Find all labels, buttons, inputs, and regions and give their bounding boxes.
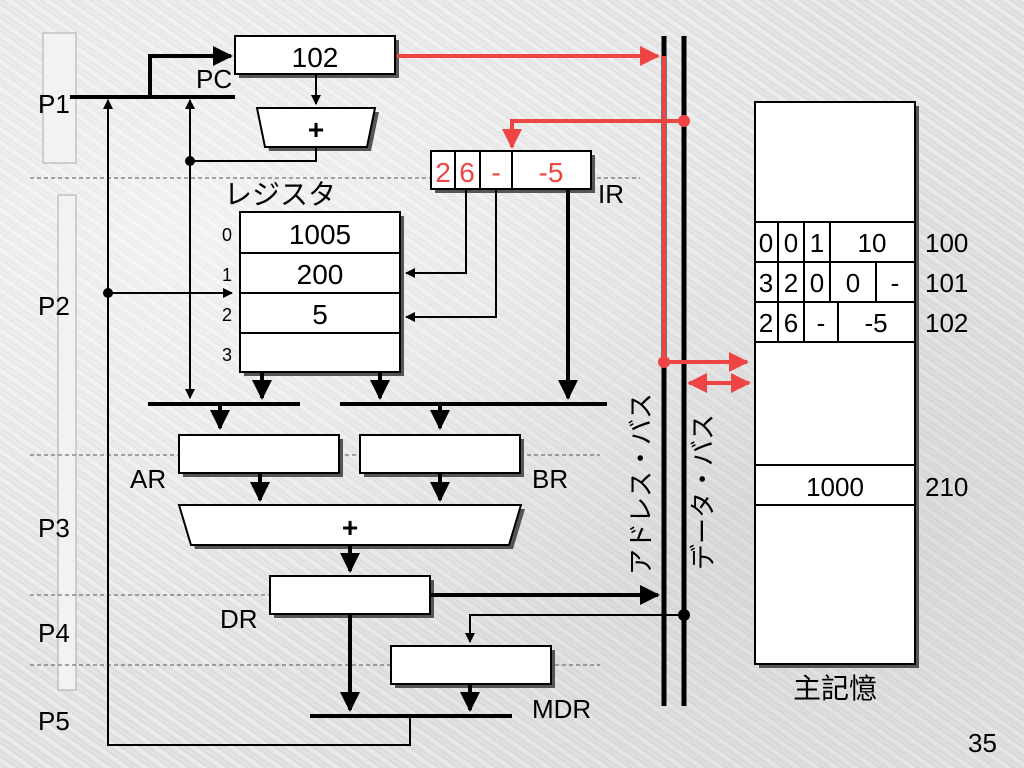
memory-cell: 0 bbox=[784, 228, 798, 258]
ir-field-2: - bbox=[491, 157, 500, 188]
register-value-2: 5 bbox=[312, 299, 328, 330]
phase-label-p4: P4 bbox=[38, 618, 70, 648]
memory-address: 210 bbox=[925, 472, 968, 502]
phase-label-p1: P1 bbox=[38, 89, 70, 119]
junction-dot bbox=[678, 115, 690, 127]
ir-field-3: -5 bbox=[539, 157, 564, 188]
address-to-memory-path bbox=[662, 56, 749, 372]
mdr-label: MDR bbox=[532, 694, 591, 724]
phase-label-p5: P5 bbox=[38, 706, 70, 736]
alu-adder bbox=[177, 504, 523, 546]
dr-label: DR bbox=[220, 604, 258, 634]
register-index: 1 bbox=[222, 265, 232, 285]
data-bus-to-mdr bbox=[465, 614, 684, 643]
memory-address: 102 bbox=[925, 308, 968, 338]
pc-label: PC bbox=[196, 64, 232, 94]
data-bus-label: データ・バス bbox=[688, 414, 718, 570]
register-value-1: 200 bbox=[297, 259, 344, 290]
page-number: 35 bbox=[968, 728, 997, 758]
address-bus-label: アドレス・バス bbox=[626, 393, 656, 575]
memory-cell: - bbox=[891, 268, 900, 298]
ar-label: AR bbox=[130, 464, 166, 494]
ir-to-reg1 bbox=[405, 189, 467, 278]
junction-dot bbox=[658, 356, 670, 368]
bus-to-pc bbox=[148, 46, 233, 97]
memory-cell: 6 bbox=[784, 308, 798, 338]
pc-incrementer bbox=[255, 107, 377, 148]
br-register bbox=[359, 434, 521, 474]
memory-cell: 1 bbox=[810, 228, 824, 258]
phase-label-p2: P2 bbox=[38, 291, 70, 321]
memory-cell: 0 bbox=[759, 228, 773, 258]
pc-value: 102 bbox=[292, 42, 339, 73]
adder-out bbox=[190, 147, 317, 162]
phase-bar-p2-p5 bbox=[57, 194, 77, 691]
phase-label-p3: P3 bbox=[38, 513, 70, 543]
ir-field-1: 6 bbox=[459, 157, 475, 188]
register-index: 2 bbox=[222, 305, 232, 325]
br-label: BR bbox=[532, 464, 568, 494]
main-memory bbox=[754, 101, 916, 665]
data-to-ir-path bbox=[502, 119, 684, 149]
ar-register bbox=[178, 434, 340, 474]
memory-cell: - bbox=[817, 308, 826, 338]
memory-address: 101 bbox=[925, 268, 968, 298]
register-title: レジスタ bbox=[224, 179, 336, 210]
memory-cell: 10 bbox=[858, 228, 887, 258]
pc-register bbox=[234, 35, 396, 75]
mdr-register bbox=[390, 645, 552, 685]
adder-mid-sign: + bbox=[342, 512, 358, 543]
ir-field-0: 2 bbox=[435, 157, 451, 188]
dr-register bbox=[269, 575, 431, 615]
memory-cell: 2 bbox=[784, 268, 798, 298]
memory-cell: 0 bbox=[846, 268, 860, 298]
register-index: 3 bbox=[222, 345, 232, 365]
register-value-0: 1005 bbox=[289, 219, 351, 250]
register-index: 0 bbox=[222, 225, 232, 245]
ir-label: IR bbox=[598, 179, 624, 209]
writeback-loop bbox=[103, 99, 411, 746]
memory-title: 主記憶 bbox=[793, 673, 877, 704]
memory-cell: 2 bbox=[759, 308, 773, 338]
adder-top-sign: + bbox=[308, 114, 324, 145]
memory-cell: -5 bbox=[864, 308, 887, 338]
ir-to-reg2 bbox=[405, 189, 497, 322]
memory-cell-210: 1000 bbox=[806, 472, 864, 502]
memory-cell: 0 bbox=[810, 268, 824, 298]
memory-cell: 3 bbox=[759, 268, 773, 298]
memory-address: 100 bbox=[925, 228, 968, 258]
